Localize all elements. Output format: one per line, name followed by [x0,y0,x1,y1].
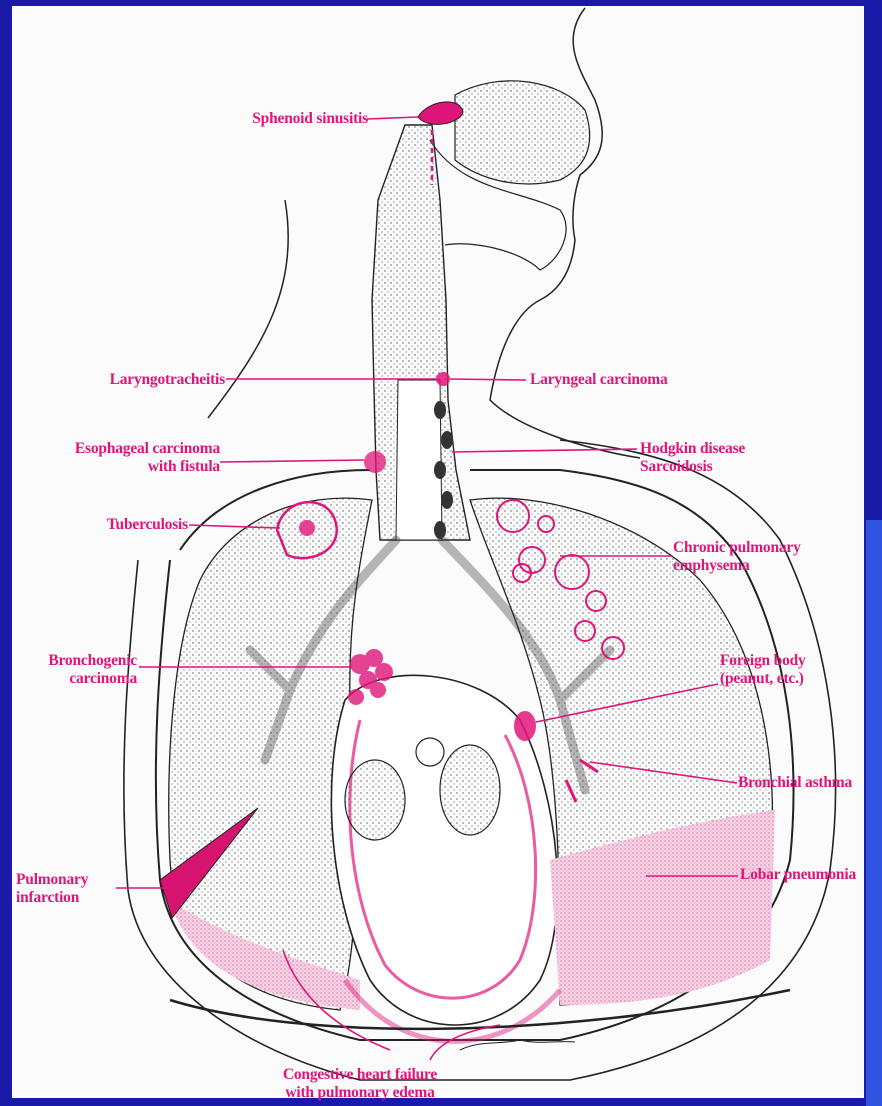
label-esophageal-carcinoma: Esophageal carcinoma with fistula [20,440,220,476]
label-lobar-pneumonia: Lobar pneumonia [740,866,864,884]
label-bronchogenic-carcinoma: Bronchogenic carcinoma [12,652,137,688]
label-tuberculosis: Tuberculosis [40,516,188,534]
esophageal-fistula-lesion [364,451,386,473]
nasal-cavity [455,81,590,184]
label-laryngeal-carcinoma: Laryngeal carcinoma [530,371,730,389]
label-pulmonary-infarction: Pulmonary infarction [16,871,126,907]
label-hodgkin-sarcoidosis: Hodgkin disease Sarcoidosis [640,440,820,476]
label-sphenoid-sinusitis: Sphenoid sinusitis [188,110,368,128]
label-foreign-body: Foreign body (peanut, etc.) [720,652,855,688]
label-congestive-heart-failure: Congestive heart failure with pulmonary … [240,1066,480,1102]
tuberculosis-lesion [299,520,315,536]
face-profile [490,8,640,458]
trachea-lumen [396,380,442,540]
foreign-body [514,711,536,741]
heart-valve [416,738,444,766]
label-bronchial-asthma: Bronchial asthma [738,774,868,792]
label-chronic-pulmonary-emphysema: Chronic pulmonary emphysema [673,539,863,575]
heart-chamber-right [440,745,500,835]
label-laryngotracheitis: Laryngotracheitis [40,371,225,389]
heart-chamber-left [345,760,405,840]
laryngeal-carcinoma-lesion [436,372,450,386]
